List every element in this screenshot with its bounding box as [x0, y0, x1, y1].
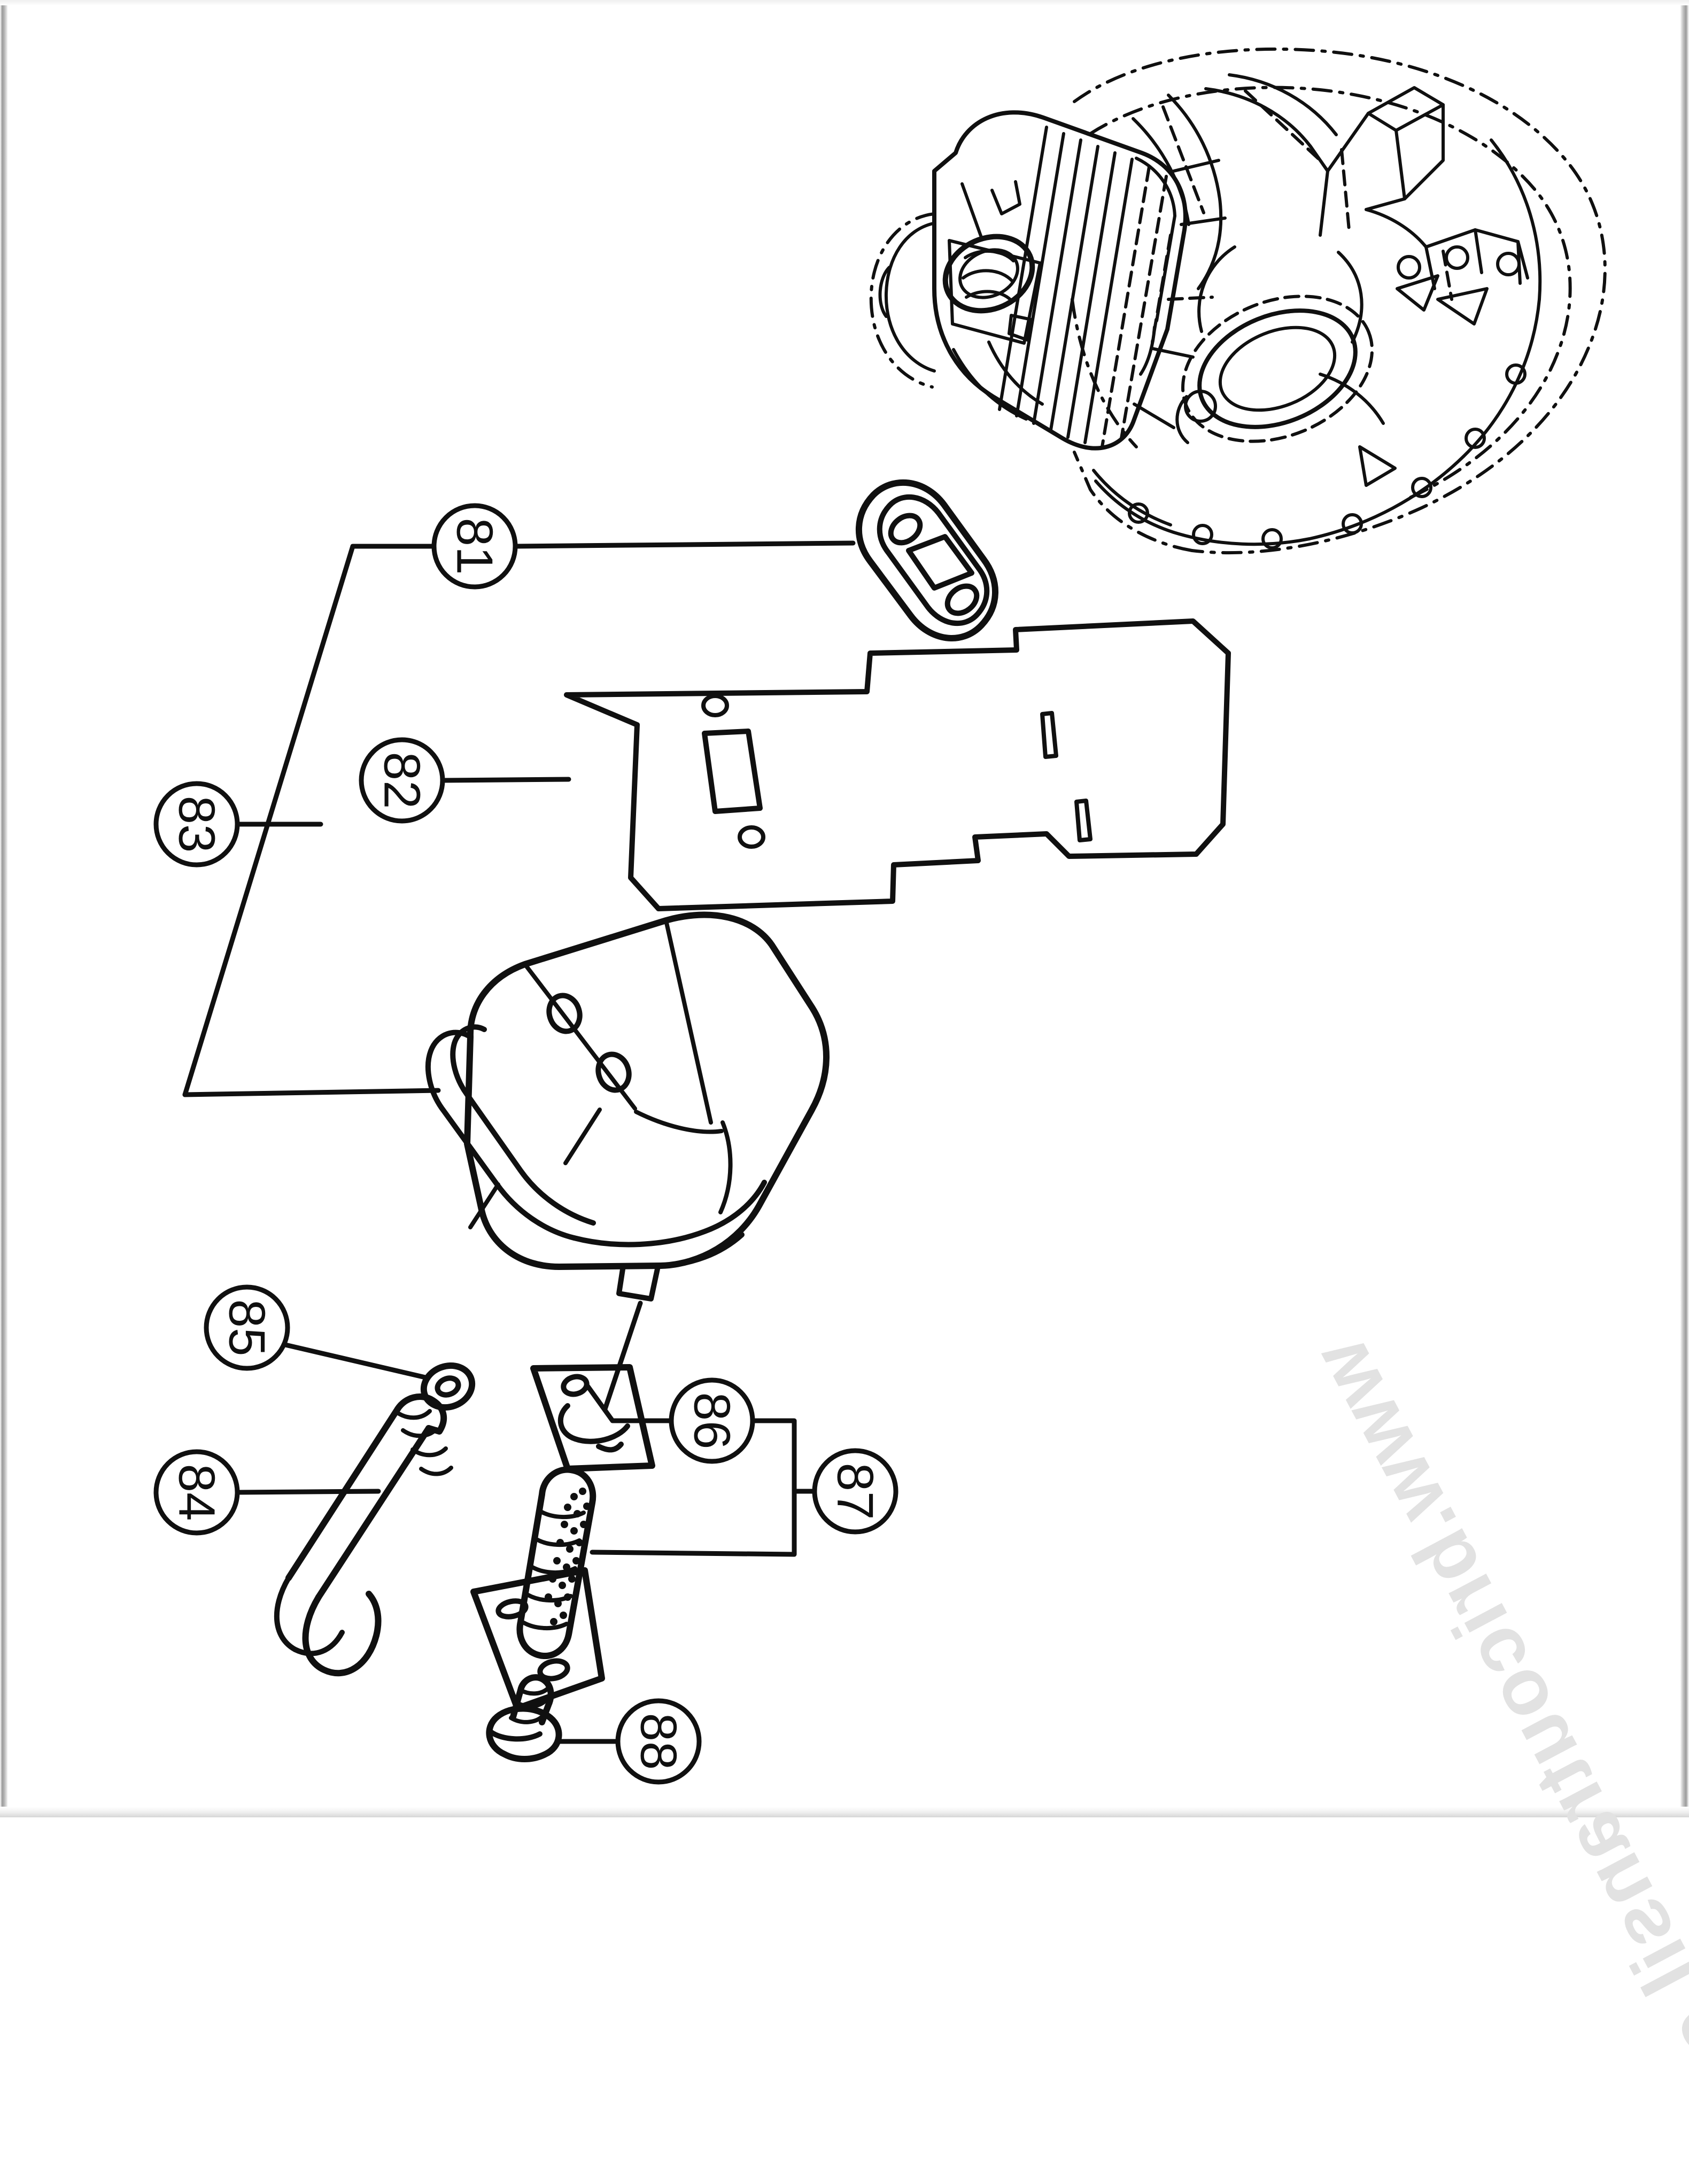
callout-85[interactable]: 85: [204, 1284, 290, 1371]
callout-86-circle[interactable]: [669, 1377, 755, 1464]
callout-82-circle[interactable]: [359, 737, 445, 824]
part-87-spark-arrestor-screen: [470, 1466, 605, 1711]
callout-81-label: 81: [446, 518, 503, 575]
callout-86-label: 86: [684, 1392, 741, 1450]
callout-83-circle[interactable]: [153, 781, 240, 868]
callout-87[interactable]: 87: [812, 1448, 898, 1535]
callout-84-circle[interactable]: [153, 1449, 240, 1536]
part-83-muffler-body: [425, 911, 830, 1302]
page-frame-bottom: [0, 1807, 1689, 1817]
callout-86[interactable]: 86: [669, 1377, 755, 1464]
leader-lines: [182, 540, 856, 1744]
diagram-artwork: .ln{fill:none;stroke:#101010;stroke-line…: [153, 47, 1607, 1785]
leader-line-87-bracket: [750, 1418, 797, 1494]
callout-83[interactable]: 83: [153, 781, 240, 868]
leader-line-84: [235, 1489, 381, 1495]
part-85-washer: [420, 1362, 476, 1411]
leader-line-86-from-muffler: [602, 1300, 643, 1412]
callout-81-circle[interactable]: [431, 503, 518, 590]
leader-line-87-from-screen: [590, 1489, 797, 1557]
callout-84[interactable]: 84: [153, 1449, 240, 1536]
callout-88-circle[interactable]: [615, 1698, 702, 1785]
cylinder-with-fins-ghost: [869, 110, 1227, 451]
cylinder-crankcase-ghost-assembly: [869, 47, 1607, 555]
leader-line-86: [585, 1384, 674, 1423]
callout-88[interactable]: 88: [615, 1698, 702, 1785]
callout-88-label: 88: [630, 1713, 687, 1770]
crankcase-housing-ghost: [1071, 47, 1607, 555]
callout-bubbles: 81 82 83 84 85 86: [153, 503, 898, 1785]
callout-85-label: 85: [219, 1299, 276, 1357]
page-frame-right: [1680, 0, 1689, 1817]
callout-87-circle[interactable]: [812, 1448, 898, 1535]
leader-line-81-right: [513, 540, 856, 549]
part-88-screw: [486, 1674, 562, 1762]
callout-87-label: 87: [827, 1463, 884, 1520]
part-84-long-bolt: [274, 1393, 453, 1677]
spark-arrestor-mesh-dots: [545, 1488, 591, 1625]
callout-83-label: 83: [168, 796, 226, 853]
callout-81[interactable]: 81: [431, 503, 518, 590]
leader-line-85: [283, 1342, 430, 1381]
leader-line-82: [440, 777, 571, 783]
leader-line-81-left: [182, 544, 437, 1097]
part-82-heat-shield-plate: [564, 618, 1231, 911]
page-frame-left: [0, 0, 7, 1817]
part-81-exhaust-gasket: [855, 479, 998, 641]
page-frame-top: [0, 0, 1689, 5]
callout-82[interactable]: 82: [359, 737, 445, 824]
callout-85-circle[interactable]: [204, 1284, 290, 1371]
leader-line-83-to-muffler: [182, 1088, 441, 1097]
callout-82-label: 82: [374, 752, 431, 809]
part-86-mounting-bracket: [530, 1364, 655, 1472]
callout-84-label: 84: [168, 1464, 226, 1521]
